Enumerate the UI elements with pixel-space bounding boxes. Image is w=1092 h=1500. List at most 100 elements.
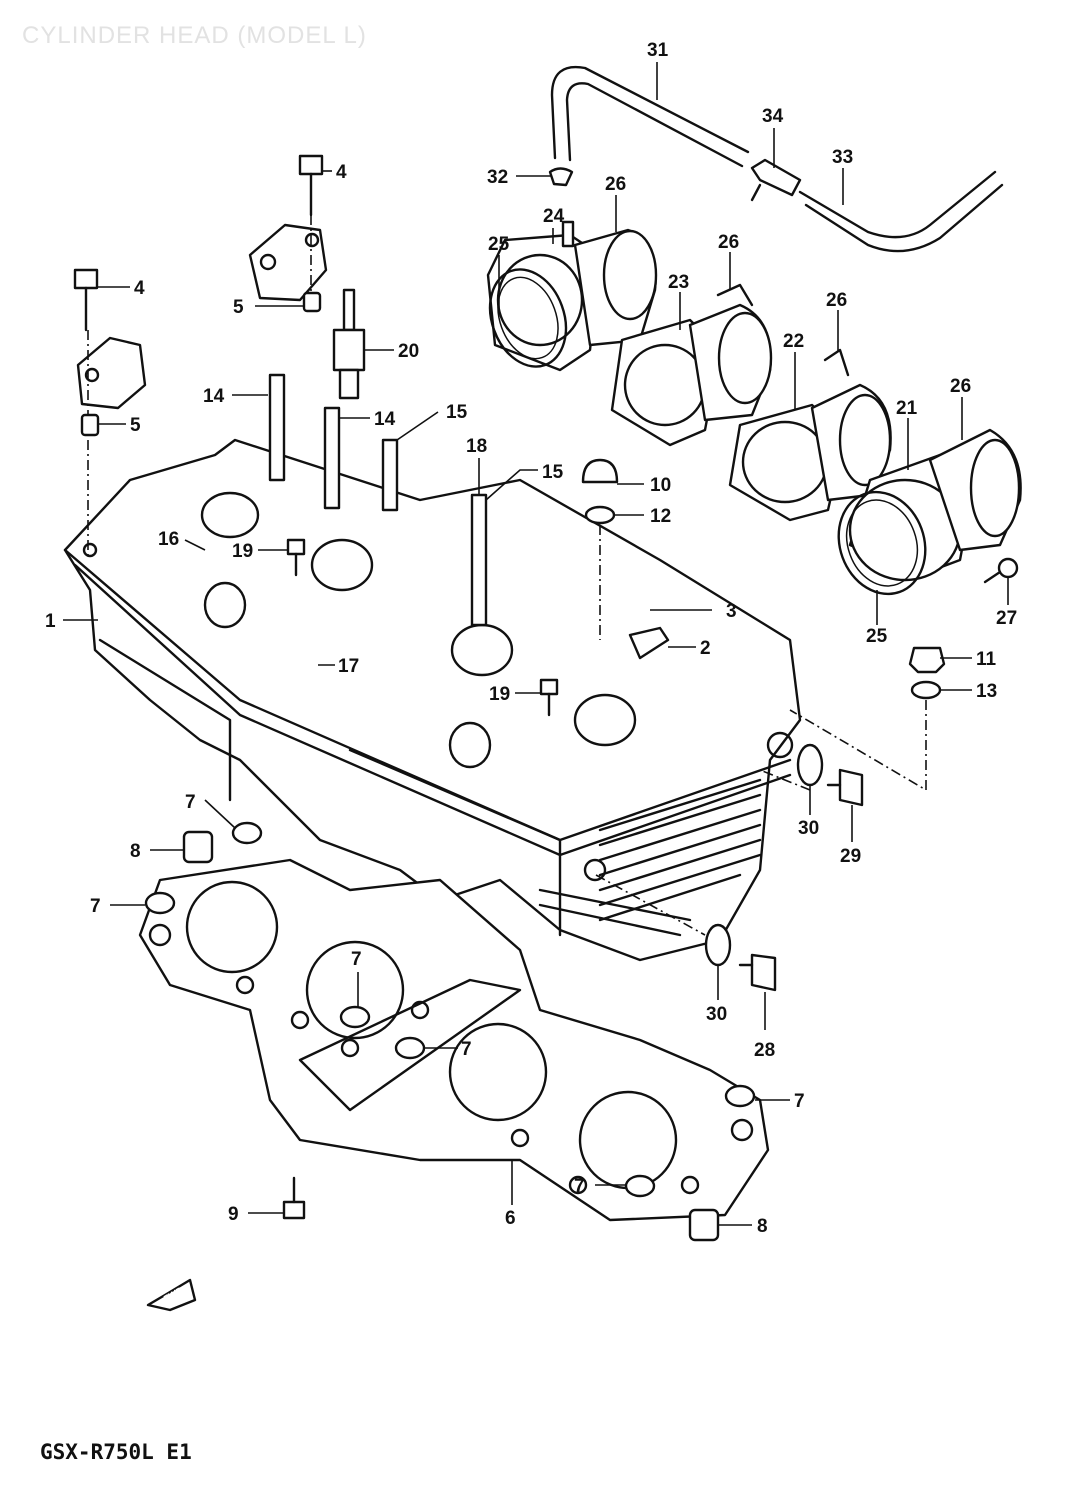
callout-29: 29 bbox=[840, 846, 861, 867]
fwd-label: FWD bbox=[162, 1285, 185, 1304]
callout-26-3: 26 bbox=[826, 290, 847, 311]
callout-24: 24 bbox=[543, 206, 565, 227]
stud-14-left bbox=[268, 373, 286, 482]
callout-7-4: 7 bbox=[461, 1039, 472, 1060]
callout-8-1: 8 bbox=[130, 841, 141, 862]
dowel-5-lower bbox=[80, 413, 100, 437]
bolt-19-left bbox=[286, 538, 306, 577]
callout-25-1: 25 bbox=[488, 234, 510, 255]
intake-pipe-24 bbox=[486, 220, 658, 372]
callout-19-2: 19 bbox=[489, 684, 510, 705]
callout-9: 9 bbox=[228, 1204, 239, 1225]
intake-pipe-23 bbox=[610, 283, 773, 447]
washer-13 bbox=[910, 680, 942, 700]
callout-3: 3 bbox=[726, 601, 737, 622]
bolt-4-lower bbox=[73, 268, 99, 332]
callout-15-1: 15 bbox=[446, 402, 468, 423]
callout-22: 22 bbox=[783, 331, 804, 352]
hose-clamp-32 bbox=[548, 167, 574, 187]
bolt-4-upper bbox=[298, 154, 324, 217]
stud-15-left bbox=[381, 438, 399, 512]
alignment-lines bbox=[87, 215, 927, 936]
nut-7-6 bbox=[624, 1174, 656, 1198]
o-ring-25-lower bbox=[837, 490, 927, 596]
callout-5-1: 5 bbox=[233, 297, 244, 318]
washer-12 bbox=[584, 505, 616, 525]
hose-joint-34 bbox=[750, 158, 802, 202]
callout-26-2: 26 bbox=[718, 232, 739, 253]
cap-nut-10 bbox=[581, 458, 619, 484]
callout-7-6: 7 bbox=[574, 1176, 585, 1197]
callout-17: 17 bbox=[338, 656, 359, 677]
callout-32: 32 bbox=[487, 167, 508, 188]
callout-12: 12 bbox=[650, 506, 671, 527]
callout-14-1: 14 bbox=[203, 386, 225, 407]
callout-10: 10 bbox=[650, 475, 671, 496]
callout-23: 23 bbox=[668, 272, 689, 293]
cylinder-head-1 bbox=[63, 438, 802, 962]
callout-18: 18 bbox=[466, 436, 487, 457]
callout-19-1: 19 bbox=[232, 541, 253, 562]
plug-29 bbox=[826, 768, 864, 807]
callout-2: 2 bbox=[700, 638, 711, 659]
dowel-8-upper bbox=[182, 830, 214, 864]
callout-21: 21 bbox=[896, 398, 918, 419]
stud-14-right bbox=[323, 406, 341, 510]
gasket-30-lower bbox=[704, 923, 732, 967]
breather-hose-33 bbox=[798, 170, 1004, 253]
nut-11 bbox=[908, 646, 946, 674]
callout-4-1: 4 bbox=[336, 162, 347, 183]
nut-7-2 bbox=[144, 891, 176, 915]
plug-28 bbox=[738, 953, 777, 992]
breather-hose-31 bbox=[550, 65, 750, 168]
callout-7-2: 7 bbox=[90, 896, 101, 917]
intake-pipe-22 bbox=[728, 348, 892, 522]
callout-26-1: 26 bbox=[605, 174, 626, 195]
callout-25-2: 25 bbox=[866, 626, 888, 647]
callout-30-1: 30 bbox=[798, 818, 819, 839]
dowel-5-upper bbox=[302, 291, 322, 313]
callout-27: 27 bbox=[996, 608, 1017, 629]
leader-lines bbox=[63, 62, 1009, 1226]
callout-30-2: 30 bbox=[706, 1004, 727, 1025]
gasket-30-upper bbox=[796, 743, 824, 787]
spark-plug-20 bbox=[332, 288, 366, 400]
o-ring-25-upper bbox=[488, 268, 568, 368]
callout-labels: 31 34 33 32 26 24 25 26 23 26 22 26 21 2… bbox=[45, 40, 1017, 1237]
callout-34: 34 bbox=[762, 106, 784, 127]
callout-15-2: 15 bbox=[542, 462, 564, 483]
camshaft-holder-upper bbox=[248, 223, 328, 302]
callout-14-2: 14 bbox=[374, 409, 396, 430]
callout-4-2: 4 bbox=[134, 278, 145, 299]
fwd-arrow-icon: FWD bbox=[146, 1278, 197, 1312]
bolt-9 bbox=[282, 1176, 306, 1220]
stud-18 bbox=[470, 493, 488, 627]
bolt-19-right bbox=[539, 678, 559, 717]
callout-7-3: 7 bbox=[351, 949, 362, 970]
diagram-title: CYLINDER HEAD (MODEL L) bbox=[22, 22, 367, 49]
callout-6: 6 bbox=[505, 1208, 516, 1229]
model-code: GSX-R750L E1 bbox=[40, 1440, 192, 1464]
nut-7-3 bbox=[339, 1005, 371, 1029]
nut-7-4 bbox=[394, 1036, 426, 1060]
stud-2 bbox=[628, 626, 670, 660]
callout-1: 1 bbox=[45, 611, 56, 632]
nut-7-1 bbox=[231, 821, 263, 845]
callout-8-2: 8 bbox=[757, 1216, 768, 1237]
head-gasket-6 bbox=[138, 858, 770, 1222]
screw-27 bbox=[983, 557, 1019, 584]
callout-20: 20 bbox=[398, 341, 419, 362]
camshaft-holder-lower bbox=[76, 336, 147, 410]
nut-7-5 bbox=[724, 1084, 756, 1108]
callout-31: 31 bbox=[647, 40, 669, 61]
dowel-8-lower bbox=[688, 1208, 720, 1242]
callout-5-2: 5 bbox=[130, 415, 141, 436]
callout-13: 13 bbox=[976, 681, 997, 702]
callout-28: 28 bbox=[754, 1040, 775, 1061]
callout-7-5: 7 bbox=[794, 1091, 805, 1112]
callout-33: 33 bbox=[832, 147, 853, 168]
callout-26-4: 26 bbox=[950, 376, 971, 397]
callout-7-1: 7 bbox=[185, 792, 196, 813]
intake-pipe-21 bbox=[848, 428, 1022, 582]
